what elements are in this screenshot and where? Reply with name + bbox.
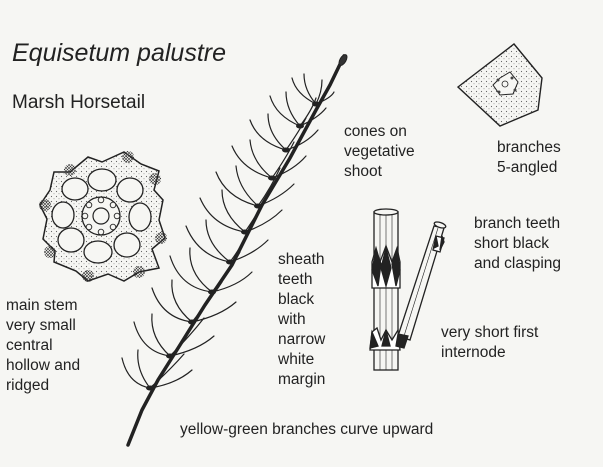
node-closeup xyxy=(369,208,447,371)
branch-teeth-label: branch teeth short black and clasping xyxy=(474,215,562,272)
main-stem-label: main stem very small central hollow and … xyxy=(6,297,81,394)
main-stem-cross-section xyxy=(39,151,167,282)
common-name: Marsh Horsetail xyxy=(12,92,146,113)
branches-curve-label: yellow-green branches curve upward xyxy=(180,421,434,438)
branch-cross-section xyxy=(456,43,543,127)
species-title: Equisetum palustre xyxy=(12,39,227,67)
internode-label: very short first internode xyxy=(441,324,539,361)
shoot-drawing xyxy=(121,54,348,447)
sheath-teeth-label: sheath teeth black with narrow white mar… xyxy=(278,251,326,388)
branches-label: branches 5-angled xyxy=(497,139,561,176)
cones-label: cones on vegetative shoot xyxy=(344,123,415,180)
